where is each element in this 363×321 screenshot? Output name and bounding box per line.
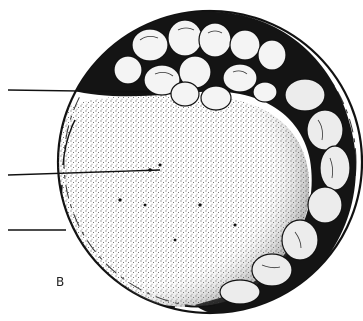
cell xyxy=(320,146,350,190)
cell xyxy=(171,82,199,106)
cell xyxy=(285,79,325,111)
nucleus-dot xyxy=(198,203,201,206)
cell xyxy=(252,254,292,286)
nucleus-dot xyxy=(234,224,237,227)
cell xyxy=(199,23,231,57)
cell xyxy=(282,220,318,260)
cell xyxy=(220,280,260,304)
nucleus-dot xyxy=(174,239,177,242)
nucleus-dot xyxy=(118,198,121,201)
panel-label: B xyxy=(56,275,64,289)
cell xyxy=(132,29,168,61)
cell xyxy=(308,187,342,223)
cell xyxy=(230,30,260,60)
nucleus-dot xyxy=(144,204,147,207)
cell xyxy=(223,64,257,92)
cell xyxy=(201,86,231,110)
nucleus-dot xyxy=(159,164,162,167)
cell xyxy=(114,56,142,84)
cell xyxy=(168,20,202,56)
cell xyxy=(253,82,277,102)
cell xyxy=(307,110,343,150)
cell xyxy=(258,40,286,70)
